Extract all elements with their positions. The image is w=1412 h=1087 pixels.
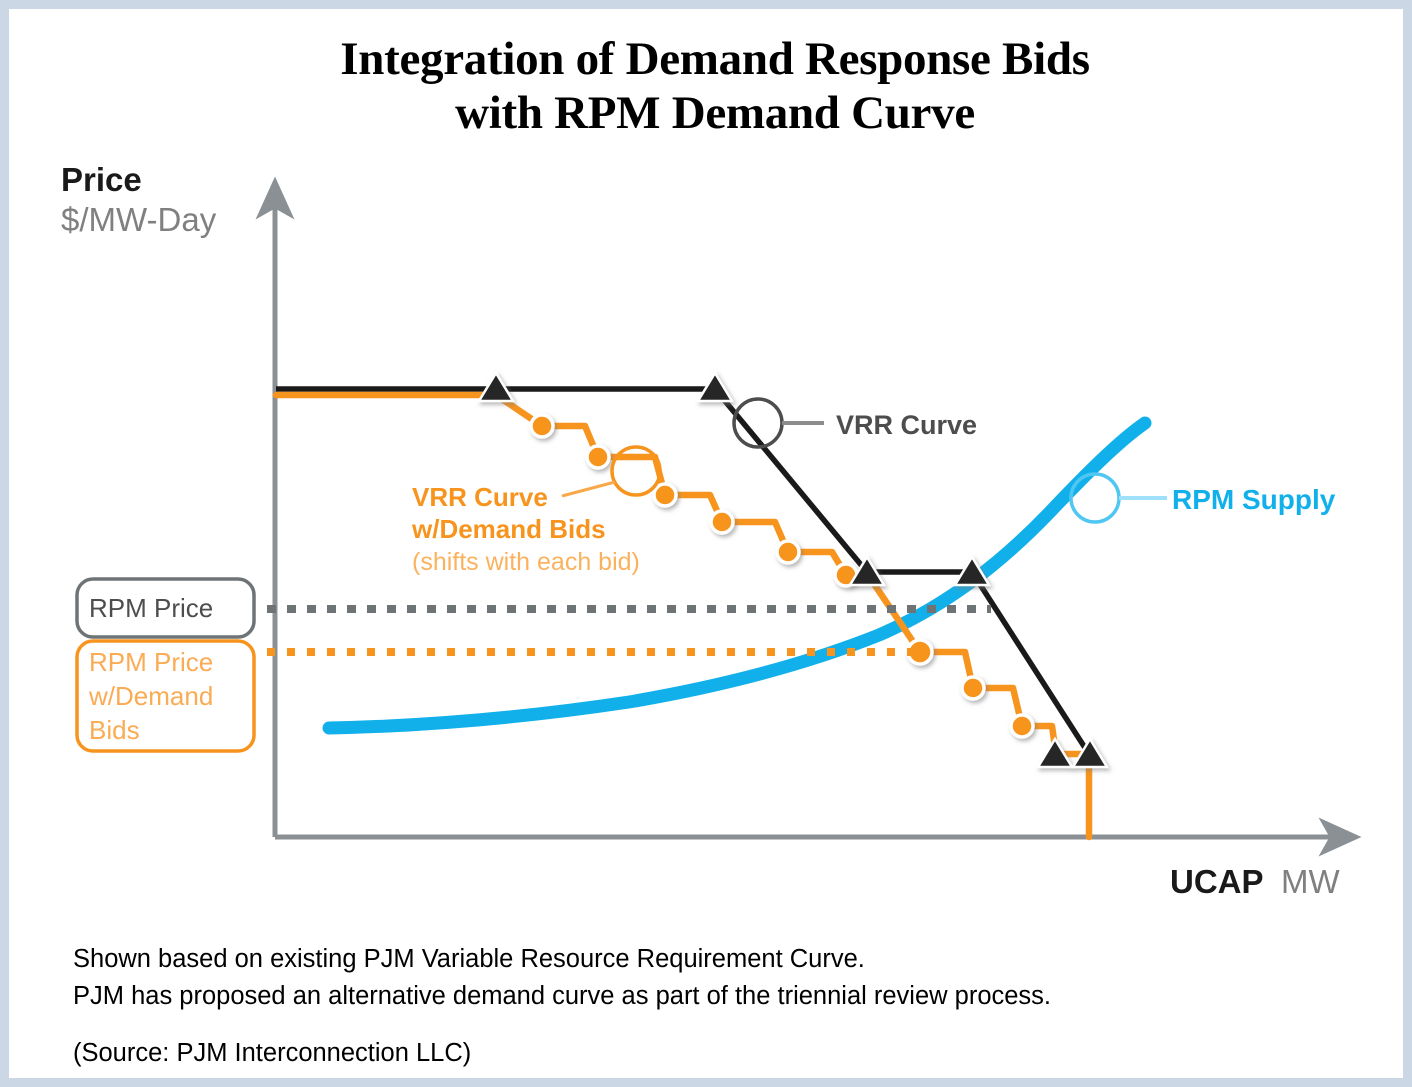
triangle-marker [695, 370, 735, 403]
vrr-curve-markers [476, 370, 1110, 769]
vrr-bids-leader-line [561, 480, 616, 498]
title-line-1: Integration of Demand Response Bids [340, 33, 1090, 85]
vrr-bids-label-line-1: VRR Curve [412, 482, 548, 512]
y-axis-label-light: $/MW-Day [61, 201, 217, 238]
triangle-marker [476, 370, 516, 403]
bid-dot-marker [529, 413, 555, 439]
series-rpm-supply [322, 416, 1152, 735]
callout-rpm-price-bids-line-3: Bids [89, 715, 140, 745]
x-axis-label-light: MW [1281, 863, 1340, 900]
reference-lines [267, 605, 991, 656]
rpm-supply-curve-path [322, 416, 1152, 735]
rpm-supply-annotation-circle-icon [1069, 472, 1121, 524]
footnote-line-1: Shown based on existing PJM Variable Res… [73, 945, 865, 973]
rpm-supply-label: RPM Supply [1172, 484, 1336, 515]
triangle-marker [1070, 736, 1110, 769]
bid-dot-marker [585, 444, 611, 470]
triangle-marker [847, 554, 887, 587]
vrr-bids-label-line-2: w/Demand Bids [411, 514, 606, 544]
series-vrr-curve-demand-bids [272, 391, 1093, 841]
chart-canvas: Price $/MW-Day UCAP MW [9, 9, 1403, 929]
x-axis-label-bold: UCAP [1170, 863, 1264, 900]
annotation-vrr-curve: VRR Curve [732, 397, 977, 449]
annotation-vrr-curve-demand-bids: VRR Curve w/Demand Bids (shifts with eac… [411, 445, 662, 576]
vrr-bids-markers [529, 413, 1035, 739]
vrr-bids-annotation-circle-icon [610, 445, 662, 497]
annotation-rpm-supply: RPM Supply [1069, 472, 1336, 524]
bid-dot-marker [652, 482, 678, 508]
footnote-source: (Source: PJM Interconnection LLC) [73, 1038, 472, 1067]
callout-rpm-price-label: RPM Price [89, 593, 213, 623]
vrr-curve-label: VRR Curve [836, 410, 977, 440]
vrr-bids-label-note: (shifts with each bid) [412, 548, 640, 576]
bid-dot-marker [775, 539, 801, 565]
y-axis-label-bold: Price [61, 161, 142, 198]
callout-rpm-price-bids-line-1: RPM Price [89, 647, 213, 677]
vrr-bids-path [272, 391, 1093, 841]
footnote-line-2: PJM has proposed an alternative demand c… [73, 981, 1052, 1010]
callout-rpm-price-demand-bids[interactable]: RPM Price w/Demand Bids [75, 639, 256, 753]
title-line-2: with RPM Demand Curve [455, 86, 975, 139]
y-axis-label: Price $/MW-Day [61, 161, 217, 238]
bid-dot-marker [1009, 713, 1035, 739]
callout-rpm-price-box[interactable] [75, 577, 256, 639]
callout-rpm-price-bids-box[interactable] [75, 639, 256, 753]
page-title: Integration of Demand Response Bids with… [9, 33, 1403, 140]
bid-dot-marker [709, 509, 735, 535]
triangle-marker [1035, 736, 1075, 769]
callout-rpm-price[interactable]: RPM Price [75, 577, 256, 639]
chart-svg: Price $/MW-Day UCAP MW [61, 161, 1362, 900]
bid-dot-marker [960, 675, 986, 701]
axis-group [255, 176, 1362, 857]
x-axis-label: UCAP MW [1170, 863, 1340, 900]
triangle-marker [952, 554, 992, 587]
callout-rpm-price-bids-line-2: w/Demand [88, 681, 213, 711]
footnote: Shown based on existing PJM Variable Res… [73, 941, 1373, 1072]
